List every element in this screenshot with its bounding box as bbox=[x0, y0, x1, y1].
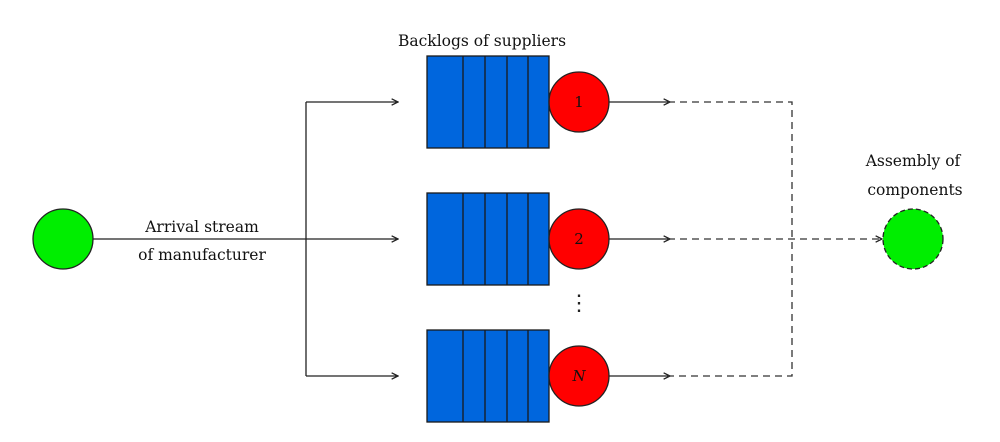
supplier-row: 2 bbox=[426, 192, 670, 286]
ellipsis-dots: ⋮ bbox=[568, 291, 590, 316]
arrival-source-node bbox=[32, 208, 94, 270]
source-label-line1: Arrival stream bbox=[144, 218, 259, 236]
supplier-server-label: 1 bbox=[574, 93, 584, 111]
backlog-queue bbox=[426, 329, 550, 423]
backlog-queue bbox=[426, 192, 550, 286]
backlogs-title: Backlogs of suppliers bbox=[398, 32, 566, 50]
assembly-label-line2: components bbox=[867, 181, 962, 199]
supplier-server-label: N bbox=[571, 367, 586, 385]
source-label-line2: of manufacturer bbox=[138, 246, 266, 264]
assembly-label-line1: Assembly of bbox=[865, 152, 962, 170]
assembly-node bbox=[882, 208, 944, 270]
supplier-server-label: 2 bbox=[574, 230, 584, 248]
collector-dashed-line bbox=[668, 101, 793, 377]
supplier-row: 1 bbox=[426, 55, 670, 149]
backlog-queue bbox=[426, 55, 550, 149]
supplier-row: N bbox=[426, 329, 670, 423]
